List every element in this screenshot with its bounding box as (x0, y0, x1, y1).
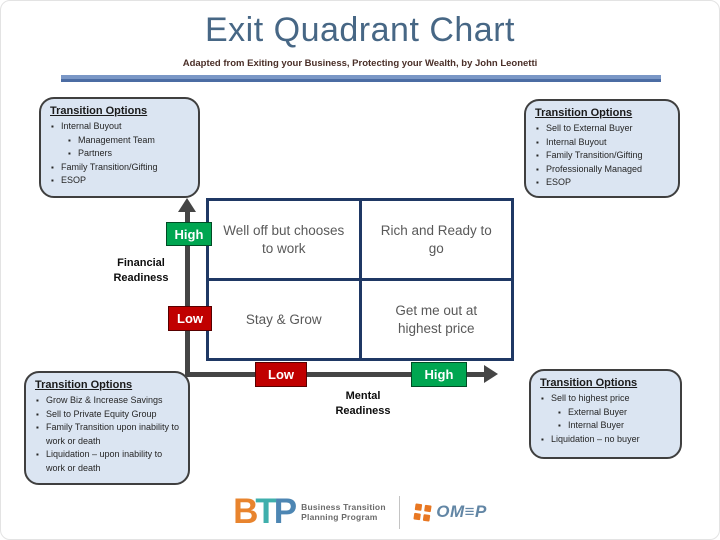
btp-letter-t: T (255, 492, 276, 531)
bullet-item: Sell to External Buyer (535, 122, 670, 136)
bullet-item: Family Transition/Gifting (535, 149, 670, 163)
callout-bottom-left: Transition Options Grow Biz & Increase S… (24, 371, 190, 485)
quadrant-rich-and-ready: Rich and Ready to go (361, 201, 511, 278)
x-axis-label: Mental Readiness (335, 390, 391, 417)
bullet-item: Grow Biz & Increase Savings (35, 394, 180, 408)
omep-logo: OM≡P (413, 502, 487, 522)
x-axis-line (187, 372, 484, 377)
quadrant-well-off: Well off but chooses to work (209, 201, 359, 278)
omep-logo-text: OM≡P (436, 502, 487, 521)
quadrant-stay-and-grow: Stay & Grow (209, 281, 359, 358)
bullet-item: ESOP (535, 176, 670, 190)
y-axis-high-badge: High (166, 222, 212, 246)
bullet-item: Partners (50, 147, 190, 161)
bullet-item: External Buyer (540, 406, 672, 420)
callout-bullet-list: Sell to External BuyerInternal BuyoutFam… (535, 122, 670, 190)
footer-logos: BTP Business Transition Planning Program… (1, 493, 719, 531)
page-title: Exit Quadrant Chart (205, 11, 515, 49)
callout-bullet-list: Grow Biz & Increase SavingsSell to Priva… (35, 394, 180, 475)
bullet-item: ESOP (50, 174, 190, 188)
bullet-item: Sell to Private Equity Group (35, 408, 180, 422)
bullet-item: Liquidation – upon inability to work or … (35, 448, 180, 475)
btp-logo-letters: BTP (233, 492, 297, 531)
x-axis-arrowhead-icon (484, 365, 498, 383)
accent-divider-bar (61, 75, 661, 82)
callout-heading: Transition Options (535, 107, 633, 119)
callout-heading: Transition Options (540, 377, 638, 389)
bullet-item: Internal Buyer (540, 419, 672, 433)
btp-program-name-line1: Business Transition (301, 501, 386, 512)
btp-logo: BTP Business Transition Planning Program (233, 493, 386, 531)
bullet-item: Family Transition/Gifting (50, 161, 190, 175)
btp-letter-b: B (233, 492, 258, 531)
callout-heading: Transition Options (50, 105, 148, 117)
bullet-item: Liquidation – no buyer (540, 433, 672, 447)
callout-bottom-right: Transition Options Sell to highest price… (529, 369, 682, 459)
quadrant-grid: Well off but chooses to work Rich and Re… (206, 198, 514, 361)
callout-heading: Transition Options (35, 379, 133, 391)
callout-bullet-list: Sell to highest priceExternal BuyerInter… (540, 392, 672, 446)
btp-letter-p: P (273, 492, 297, 531)
subtitle-attribution: Adapted from Exiting your Business, Prot… (182, 58, 538, 69)
omep-pinwheel-icon (413, 503, 432, 521)
bullet-item: Family Transition upon inability to work… (35, 421, 180, 448)
y-axis-line (185, 212, 190, 377)
callout-top-right: Transition Options Sell to External Buye… (524, 99, 680, 198)
y-axis-arrowhead-icon (178, 198, 196, 212)
bullet-item: Management Team (50, 134, 190, 148)
x-axis-high-badge: High (411, 362, 467, 387)
bullet-item: Sell to highest price (540, 392, 672, 406)
callout-top-left: Transition Options Internal BuyoutManage… (39, 97, 200, 198)
btp-program-name: Business Transition Planning Program (301, 502, 386, 523)
x-axis-low-badge: Low (255, 362, 307, 387)
bullet-item: Internal Buyout (535, 136, 670, 150)
quadrant-get-me-out: Get me out at highest price (361, 281, 511, 358)
callout-bullet-list: Internal BuyoutManagement TeamPartnersFa… (50, 120, 190, 188)
y-axis-label: Financial Readiness (113, 257, 169, 284)
btp-program-name-line2: Planning Program (301, 512, 378, 522)
bullet-item: Internal Buyout (50, 120, 190, 134)
footer-divider (398, 495, 401, 529)
bullet-item: Professionally Managed (535, 163, 670, 177)
y-axis-low-badge: Low (168, 306, 212, 331)
